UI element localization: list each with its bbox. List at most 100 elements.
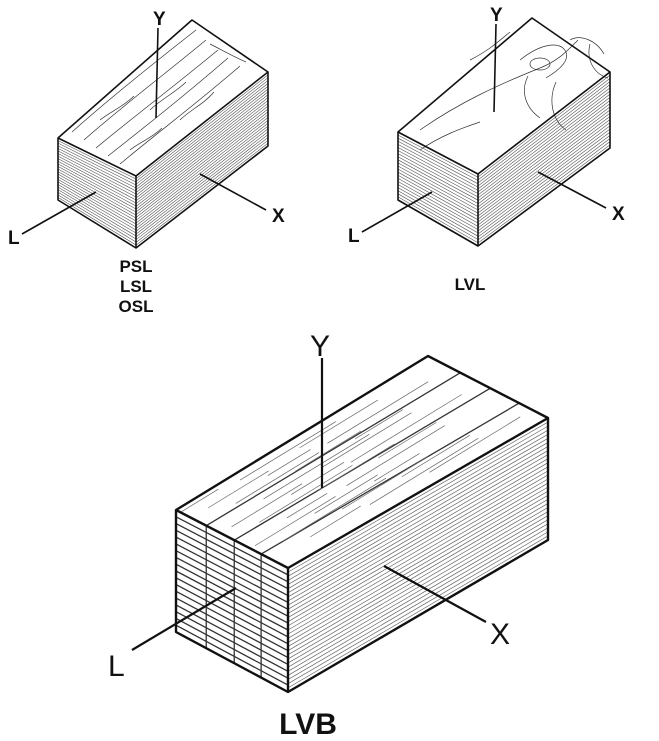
hatch-line bbox=[175, 617, 289, 679]
axis-x-label-veneer: X bbox=[612, 204, 625, 225]
hatch-line bbox=[287, 490, 549, 643]
hatch-line bbox=[135, 83, 269, 188]
hatch-line bbox=[135, 97, 269, 202]
hatch-line bbox=[57, 181, 137, 228]
hatch-line bbox=[397, 193, 479, 240]
hatch-line bbox=[57, 150, 137, 192]
block-veneer-axes: Y L X bbox=[348, 5, 625, 247]
hatch-line bbox=[477, 87, 611, 190]
hatch-line bbox=[57, 176, 137, 222]
hatch-line bbox=[57, 160, 137, 204]
axis-x-label-bundle: X bbox=[490, 618, 510, 651]
hatch-line bbox=[135, 103, 269, 207]
hatch-line bbox=[374, 453, 420, 482]
hatch-line bbox=[287, 454, 549, 606]
hatch-line bbox=[282, 477, 387, 542]
hatch-line bbox=[350, 394, 462, 463]
hatch-line bbox=[263, 434, 370, 500]
block-bundle-top-grain bbox=[180, 372, 521, 555]
hatch-line bbox=[287, 466, 549, 618]
hatch-line bbox=[135, 114, 269, 218]
axis-y-label-veneer: Y bbox=[490, 5, 503, 26]
caption-strand: PSL LSL OSL bbox=[119, 257, 154, 316]
hatch-line bbox=[397, 144, 479, 188]
hatch-line bbox=[477, 106, 611, 208]
hatch-line bbox=[207, 470, 269, 509]
hatch-line bbox=[477, 97, 611, 199]
hatch-line bbox=[397, 147, 479, 191]
block-veneer-side-face bbox=[477, 74, 611, 244]
hatch-line bbox=[477, 116, 611, 217]
caption-lvb: LVB bbox=[279, 708, 337, 741]
hatch-line bbox=[175, 516, 289, 576]
hatch-line bbox=[401, 434, 471, 478]
hatch-line bbox=[175, 543, 289, 604]
hatch-line bbox=[369, 438, 479, 505]
hatch-line bbox=[287, 470, 549, 623]
hatch-line bbox=[397, 175, 479, 221]
hatch-line bbox=[135, 85, 269, 191]
hatch-line bbox=[57, 191, 137, 240]
hatch-line bbox=[397, 134, 479, 178]
block-strand-top-grain bbox=[71, 29, 247, 165]
hatch-line bbox=[295, 430, 362, 472]
axis-l-label-strand: L bbox=[8, 228, 20, 249]
hatch-line bbox=[180, 488, 219, 513]
hatch-line bbox=[57, 166, 137, 210]
hatch-line bbox=[477, 93, 611, 196]
hatch-line bbox=[287, 425, 549, 577]
hatch-line bbox=[57, 179, 137, 225]
hatch-line bbox=[397, 178, 479, 224]
hatch-line bbox=[287, 421, 549, 573]
hatch-line bbox=[378, 422, 437, 459]
hatch-line bbox=[397, 156, 479, 201]
block-strand-side-face bbox=[135, 74, 269, 246]
hatch-line bbox=[135, 74, 269, 180]
hatch-line bbox=[57, 194, 137, 243]
hatch-line bbox=[477, 78, 611, 181]
axis-y-line-strand bbox=[155, 27, 159, 119]
hatch-line bbox=[477, 131, 611, 232]
hatch-line bbox=[287, 429, 549, 581]
hatch-line bbox=[397, 162, 479, 207]
hatch-line bbox=[175, 556, 289, 617]
hatch-line bbox=[287, 494, 549, 647]
hatch-line bbox=[477, 138, 611, 238]
hatch-line bbox=[287, 515, 549, 668]
hatch-line bbox=[175, 536, 289, 597]
hatch-line bbox=[290, 461, 345, 495]
hatch-line bbox=[57, 171, 137, 216]
hatch-line bbox=[260, 402, 520, 555]
hatch-line bbox=[135, 94, 269, 199]
hatch-line bbox=[57, 142, 137, 183]
hatch-line bbox=[57, 189, 137, 237]
hatch-line bbox=[235, 452, 320, 504]
hatch-line bbox=[287, 499, 549, 651]
hatch-line bbox=[254, 496, 336, 547]
hatch-line bbox=[135, 134, 269, 238]
hatch-line bbox=[135, 105, 269, 210]
hatch-line bbox=[57, 168, 137, 213]
block-bundle-outline bbox=[174, 354, 550, 694]
hatch-line bbox=[175, 590, 289, 652]
block-strand-axes: Y L X bbox=[8, 9, 285, 249]
block-bundle-end-face bbox=[175, 516, 289, 686]
hatch-line bbox=[135, 111, 269, 216]
hatch-line bbox=[287, 433, 549, 585]
block-strand-outline bbox=[57, 19, 269, 249]
hatch-line bbox=[287, 486, 549, 639]
hatch-line bbox=[135, 80, 269, 185]
hatch-line bbox=[477, 128, 611, 229]
block-veneer bbox=[397, 17, 611, 247]
hatch-line bbox=[287, 511, 549, 664]
hatch-line bbox=[354, 409, 404, 440]
hatch-line bbox=[175, 597, 289, 659]
hatch-line bbox=[135, 117, 269, 221]
hatch-line bbox=[175, 611, 289, 672]
hatch-line bbox=[287, 474, 549, 627]
hatch-line bbox=[397, 150, 479, 194]
hatch-line bbox=[135, 77, 269, 182]
hatch-line bbox=[175, 583, 289, 645]
block-bundle-side-face bbox=[287, 421, 549, 689]
